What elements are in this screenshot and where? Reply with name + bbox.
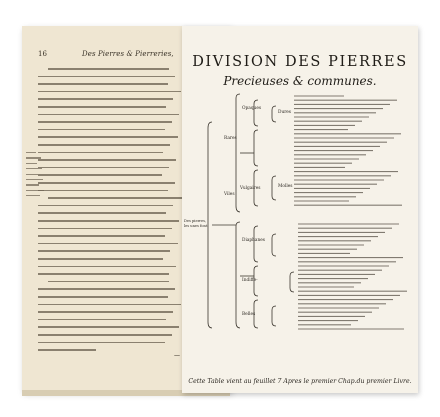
branch-label: Diaphanes <box>242 238 265 243</box>
text-line <box>48 280 169 283</box>
brace-vulgaires <box>253 169 259 207</box>
text-line <box>38 227 172 230</box>
catchword: — <box>174 352 180 359</box>
brace-indifferentes <box>253 265 259 297</box>
text-line <box>38 128 165 131</box>
table-title: DIVISION DES PIERRES <box>192 54 408 70</box>
text-line <box>38 83 168 85</box>
text-line <box>38 334 172 336</box>
text-line <box>38 349 96 351</box>
text-line <box>38 235 165 237</box>
text-line <box>38 182 175 184</box>
brace-lower <box>235 221 241 329</box>
margin-note-line <box>26 157 41 159</box>
text-line <box>38 204 174 207</box>
table-subtitle: Precieuses & communes. <box>223 74 377 88</box>
text-line <box>38 311 174 313</box>
branch-label: Vulgaires <box>240 186 261 191</box>
division-braces <box>207 93 407 330</box>
text-line <box>38 136 178 138</box>
brace-diaphanes <box>253 225 259 263</box>
root-label: Des pierres, les unes font <box>184 219 208 228</box>
branch-label: Viles <box>224 192 235 197</box>
text-line <box>38 296 168 298</box>
text-line <box>38 258 164 260</box>
text-line <box>38 189 168 192</box>
branch-label: Rares <box>224 136 237 141</box>
text-line <box>38 174 162 176</box>
brace-rares <box>253 129 259 167</box>
text-line <box>38 159 177 161</box>
text-line <box>38 144 171 146</box>
text-line <box>38 220 180 222</box>
text-line <box>38 242 178 245</box>
text-line <box>48 68 169 70</box>
margin-note-line <box>26 152 36 154</box>
text-line <box>48 197 188 199</box>
text-line <box>38 273 170 275</box>
margin-note-line <box>26 179 43 181</box>
branch-label: Dures <box>278 110 292 115</box>
branch-label: Belles <box>242 312 256 317</box>
text-line <box>38 90 181 93</box>
text-line <box>38 212 167 214</box>
margin-note-line <box>26 168 42 170</box>
text-line <box>38 98 174 100</box>
text-line <box>38 121 172 123</box>
text-line <box>38 151 164 154</box>
text-line <box>38 166 170 169</box>
text-line <box>38 250 171 252</box>
text-line <box>38 75 175 78</box>
brace-upper <box>235 93 241 213</box>
margin-note-line <box>26 189 44 192</box>
text-line <box>38 288 175 290</box>
text-line <box>38 326 180 328</box>
book-page-header: 16 Des Pierres & Pierreries, <box>38 50 184 58</box>
book-page-edge <box>22 390 230 396</box>
text-line <box>38 113 180 116</box>
text-line <box>38 303 181 306</box>
table-footer-note: Cette Table vient au feuillet 7 Apres le… <box>188 378 412 385</box>
body-text-block <box>38 68 188 367</box>
running-head: Des Pierres & Pierreries, <box>82 50 174 58</box>
text-line <box>38 318 167 321</box>
margin-note-line <box>26 162 37 165</box>
root-brace <box>207 121 213 329</box>
margin-note-line <box>26 173 38 175</box>
brace-belles <box>253 299 259 329</box>
foldout-table: DIVISION DES PIERRES Precieuses & commun… <box>182 26 418 393</box>
text-line <box>38 341 165 344</box>
branch-label: Opaques <box>242 106 262 111</box>
text-line <box>38 106 167 108</box>
text-line <box>38 265 177 268</box>
page-number: 16 <box>38 50 47 58</box>
brace-opaques <box>253 99 259 127</box>
margin-note-line <box>26 184 39 186</box>
branch-label: Molles <box>278 184 293 189</box>
margin-note-line <box>26 195 40 197</box>
branch-label: Indiffe- <box>242 278 258 283</box>
